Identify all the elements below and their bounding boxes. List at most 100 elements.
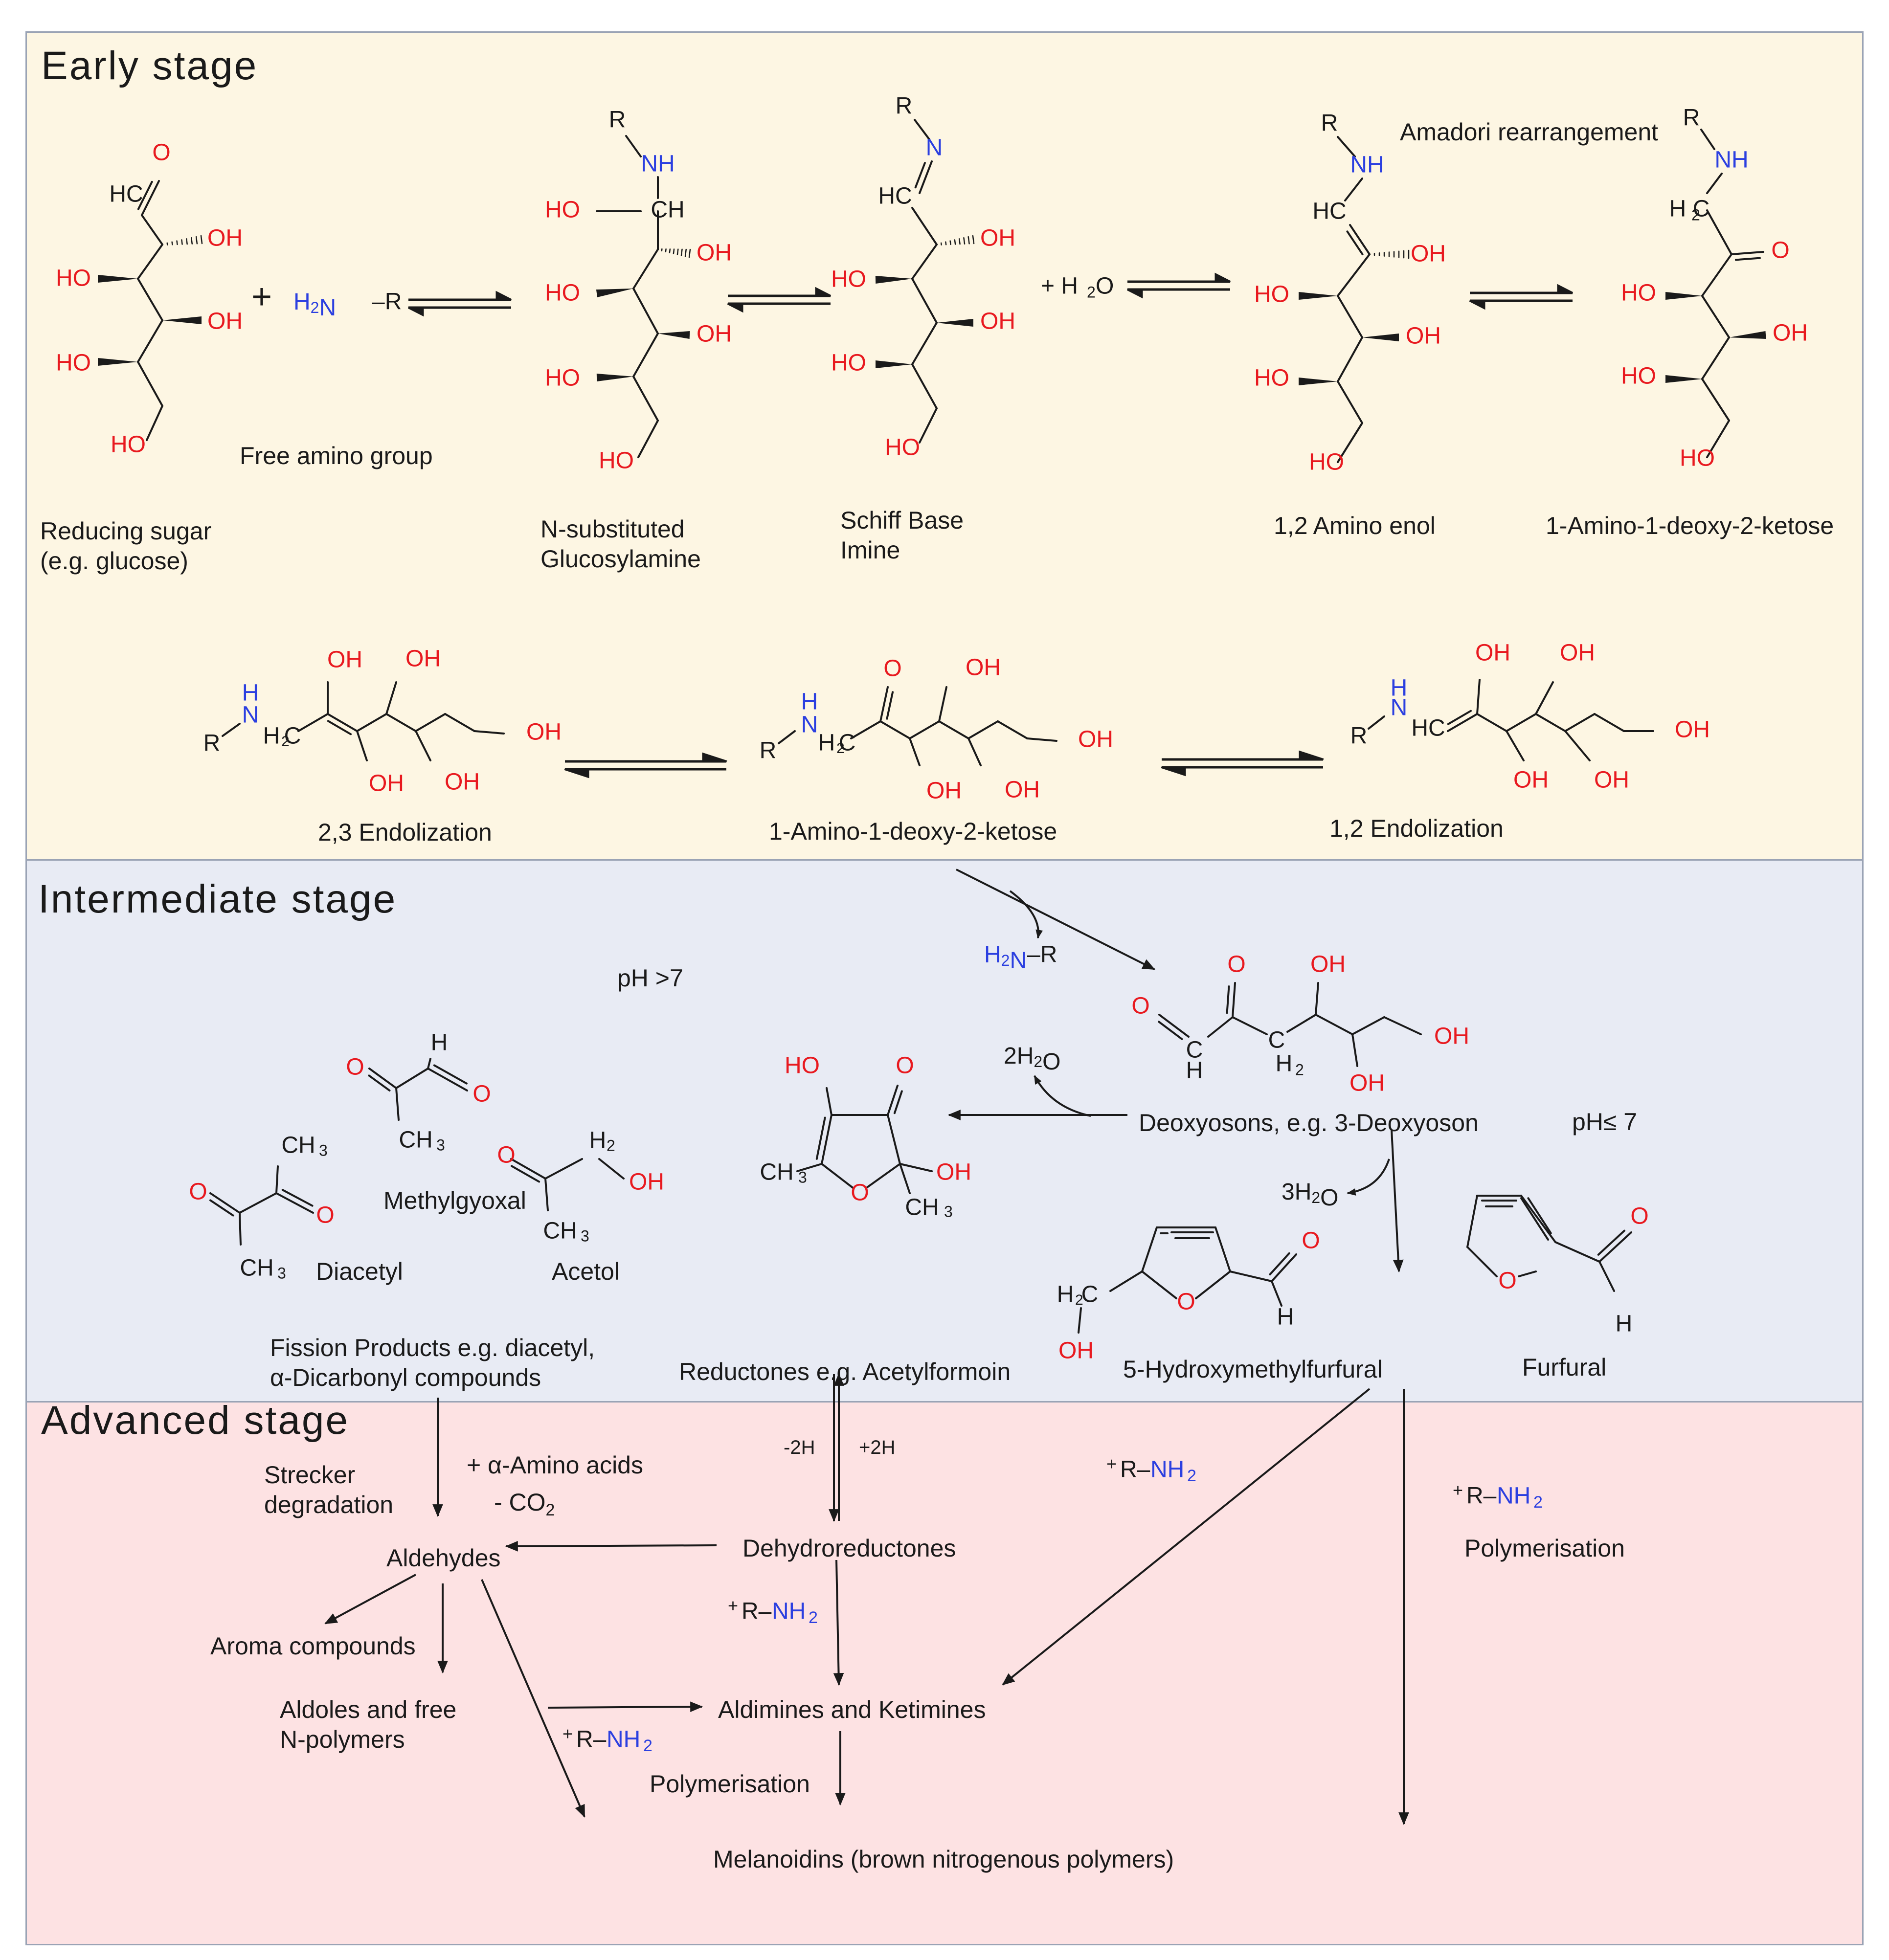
atom-label: 2 xyxy=(1691,206,1700,223)
atom-label: OH xyxy=(697,240,732,266)
free-amino-group-label: Free amino group xyxy=(240,442,433,469)
atom-label: H xyxy=(818,730,835,756)
atom-label: H2N xyxy=(293,289,336,321)
curved-arrow-3h2o xyxy=(1347,1158,1390,1196)
atom-label: OH xyxy=(1005,777,1040,803)
atom-label: OH xyxy=(697,321,732,347)
atom-label: H2N xyxy=(984,942,1027,974)
atom-label: H xyxy=(1186,1058,1203,1084)
amadori-rearrangement-label: Amadori rearrangement xyxy=(1400,118,1659,146)
arrow-deoxyoson-to-hmf xyxy=(1391,1129,1404,1273)
atom-label: O xyxy=(1498,1268,1516,1294)
intermediate-stage-panel xyxy=(25,859,1864,1403)
atom-label: 3 xyxy=(798,1168,807,1186)
atom-label: 2 xyxy=(809,1608,818,1627)
atom-label: 3 xyxy=(277,1264,286,1282)
atom-label: H xyxy=(1277,1304,1294,1330)
atom-label: NH xyxy=(641,151,675,177)
arrow-hmf-to-aldimines xyxy=(1002,1388,1371,1686)
atom-label: H xyxy=(263,723,280,749)
atom-label: H xyxy=(1391,675,1408,701)
amino-acids-label: + α-Amino acids xyxy=(467,1451,643,1479)
atom-label: HO xyxy=(599,448,634,474)
atom-label: H xyxy=(431,1030,448,1056)
plus-sign: + xyxy=(251,277,272,316)
glucosylamine-label: N-substituted Glucosylamine xyxy=(540,515,701,573)
reagent-2h2o: 2H2O xyxy=(1004,1043,1061,1075)
amadori-ketose-label: 1-Amino-1-deoxy-2-ketose xyxy=(1546,512,1834,539)
atom-label: O xyxy=(851,1180,869,1206)
atom-label: OH xyxy=(1773,320,1808,346)
atom-label: OH xyxy=(980,309,1015,334)
aroma-compounds-label: Aroma compounds xyxy=(210,1632,416,1660)
atom-label: O xyxy=(1227,952,1245,978)
equilibrium-arrow-3 xyxy=(1127,274,1230,297)
atom-label: HO xyxy=(545,280,580,306)
atom-label: CH xyxy=(651,197,684,223)
atom-label: R– xyxy=(1120,1457,1150,1483)
atom-label: HO xyxy=(831,267,866,292)
atom-label: CH xyxy=(905,1195,939,1221)
atom-label: C xyxy=(1693,196,1710,222)
polymerisation-middle-label: Polymerisation xyxy=(650,1770,810,1798)
atom-label: N xyxy=(1391,695,1408,721)
atom-label: + xyxy=(562,1724,573,1744)
atom-label: 3 xyxy=(319,1141,328,1159)
endolization-23-label: 2,3 Endolization xyxy=(318,819,492,846)
atom-label: C xyxy=(284,723,301,749)
atom-label: OH xyxy=(405,646,441,672)
atom-label: + xyxy=(728,1596,738,1616)
dehydroreductones-label: Dehydroreductones xyxy=(742,1535,956,1562)
atom-label: H xyxy=(589,1128,607,1154)
atom-label: OH xyxy=(369,771,404,797)
atom-label: R– xyxy=(576,1727,607,1753)
atom-label: OH xyxy=(207,309,243,334)
atom-label: OH xyxy=(1434,1024,1469,1049)
acetol-label: Acetol xyxy=(552,1258,620,1285)
atom-label: 2 xyxy=(1533,1493,1543,1512)
atom-label: HC xyxy=(109,181,143,207)
curved-arrow-2h2o xyxy=(1034,1075,1091,1117)
equilibrium-arrow-6 xyxy=(1162,752,1323,775)
methylglyoxal-label: Methylgyoxal xyxy=(383,1187,526,1214)
atom-label: HO xyxy=(56,350,91,376)
plus-2h-label: +2H xyxy=(859,1437,896,1458)
atom-label: HO xyxy=(111,432,146,458)
equilibrium-arrow-4 xyxy=(1470,286,1573,308)
atom-label: R xyxy=(1683,105,1700,131)
atom-label: 2H2O xyxy=(1004,1043,1061,1075)
curved-arrow-amine-release xyxy=(1009,890,1043,939)
atom-label: CH xyxy=(281,1133,315,1158)
co2-subscript: 2 xyxy=(545,1501,555,1519)
atom-label: R xyxy=(203,731,221,757)
equilibrium-arrow-5 xyxy=(565,754,726,777)
atom-label: O xyxy=(152,140,170,166)
atom-label: R– xyxy=(742,1599,772,1625)
atom-label: OH xyxy=(980,225,1015,251)
atom-label: OH xyxy=(327,647,362,673)
atom-label: NH xyxy=(1497,1483,1530,1509)
atom-label: O xyxy=(896,1053,914,1079)
atom-label: O xyxy=(1302,1228,1320,1254)
aldoles-label: Aldoles and free N-polymers xyxy=(280,1696,457,1753)
atom-label: 2 xyxy=(1087,283,1096,301)
atom-label: CH xyxy=(760,1159,793,1185)
atom-label: HO xyxy=(1309,449,1344,475)
reductones-label: Reductones e.g. Acetylformoin xyxy=(679,1358,1011,1385)
reagent-3h2o: 3H2O xyxy=(1282,1179,1339,1211)
reagent-h2n-r: H2N–R xyxy=(984,942,1057,974)
atom-label: C xyxy=(1268,1027,1285,1053)
atom-label: O xyxy=(497,1142,515,1168)
atom-label: N xyxy=(801,712,818,738)
